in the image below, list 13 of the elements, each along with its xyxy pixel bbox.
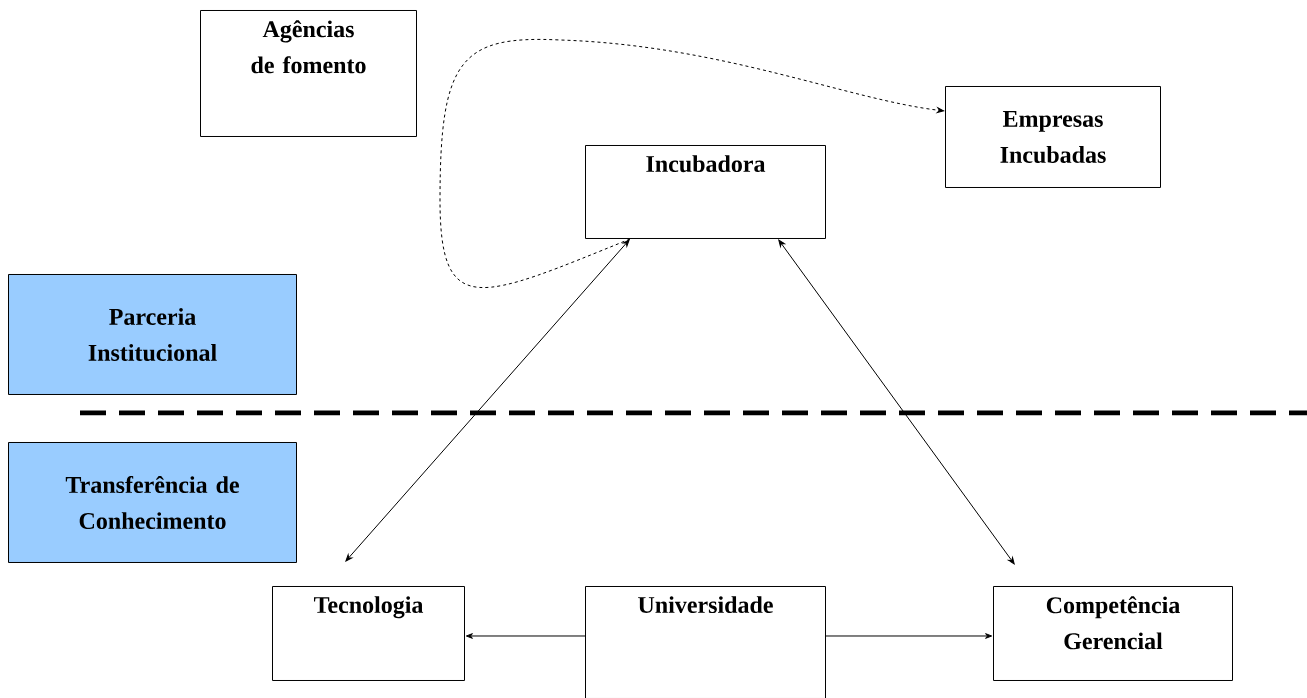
arrow	[778, 239, 1015, 565]
arrow	[465, 633, 586, 639]
process-box: Agências de fomento	[200, 10, 417, 137]
category-box: Transferência de Conhecimento	[8, 442, 297, 563]
process-box: Incubadora	[585, 145, 826, 239]
process-box: Universidade	[585, 586, 826, 698]
process-box: Competência Gerencial	[993, 586, 1233, 681]
process-box: Tecnologia	[272, 586, 465, 681]
arrow	[825, 633, 993, 639]
process-box: Empresas Incubadas	[945, 86, 1161, 188]
arrow	[345, 239, 630, 562]
arrow	[439, 38, 945, 288]
category-box: Parceria Institucional	[8, 274, 297, 395]
